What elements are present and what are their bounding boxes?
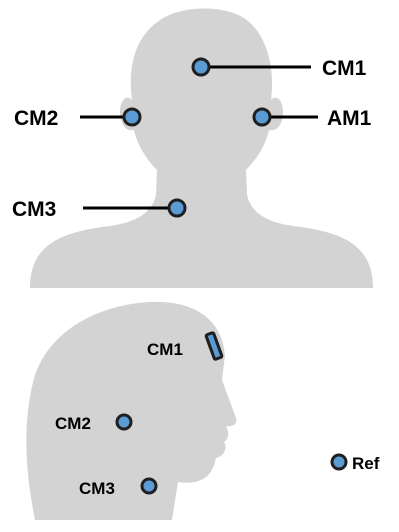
label-front-cm2: CM2 — [14, 107, 58, 130]
label-side-cm3: CM3 — [79, 479, 115, 498]
label-ref: Ref — [352, 454, 380, 473]
electrode-side-cm3 — [140, 477, 158, 495]
label-front-am1: AM1 — [327, 107, 372, 130]
frontal-head-silhouette — [30, 8, 373, 289]
leader-lines — [80, 65, 318, 210]
electrode-side-cm1-rect — [204, 331, 224, 361]
electrode-front-cm3 — [167, 198, 187, 218]
label-front-cm1: CM1 — [322, 57, 367, 80]
electrode-front-cm1 — [191, 57, 211, 77]
side-head-silhouette — [26, 301, 237, 520]
electrode-front-cm2 — [122, 107, 142, 127]
label-side-cm2: CM2 — [55, 414, 91, 433]
labels: CM1 CM2 AM1 CM3 CM1 CM2 CM3 Ref — [12, 57, 380, 498]
electrode-front-am1 — [252, 107, 272, 127]
electrodes — [115, 57, 348, 495]
electrode-side-cm1 — [204, 331, 224, 361]
label-front-cm3: CM3 — [12, 198, 56, 221]
electrode-ref — [330, 453, 348, 471]
frontal-view — [30, 8, 373, 289]
electrode-side-cm2 — [115, 413, 133, 431]
side-view — [26, 301, 237, 520]
label-side-cm1: CM1 — [147, 340, 183, 359]
